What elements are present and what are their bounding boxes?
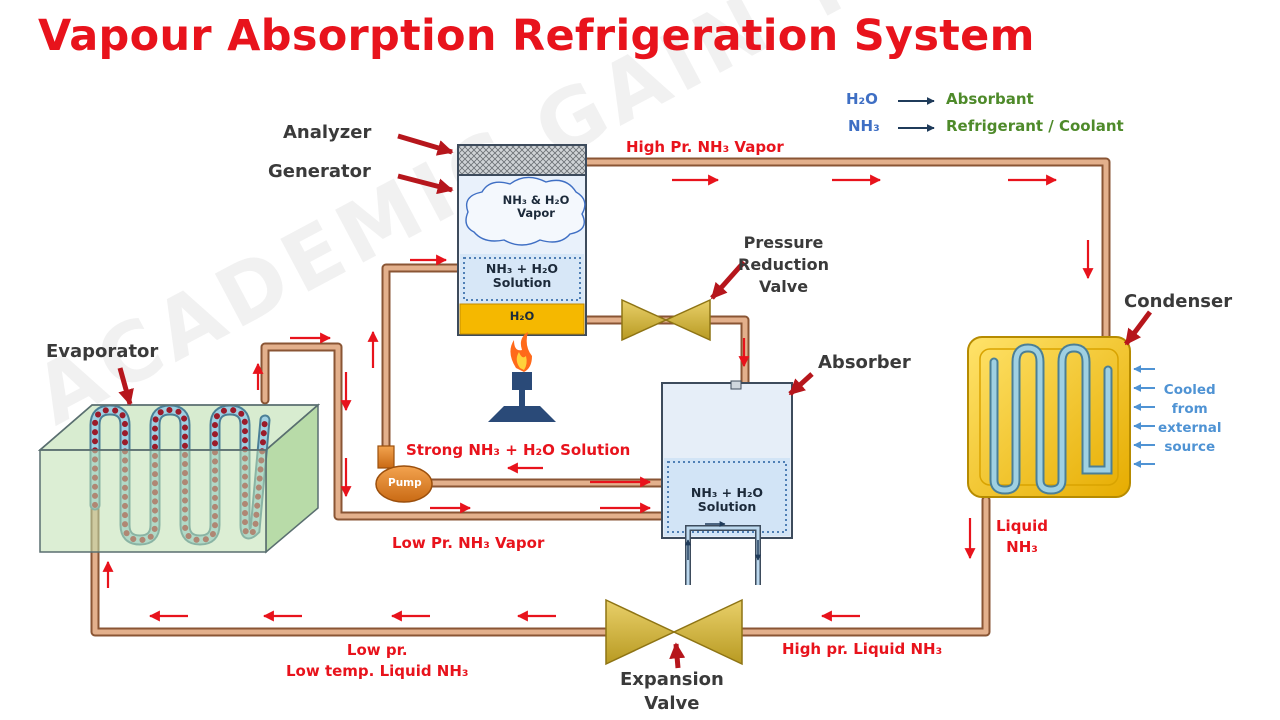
liquid-nh3-label: Liquid NH₃ — [996, 517, 1048, 556]
burner — [488, 332, 556, 422]
generator-vapor-label: NH₃ & H₂O Vapor — [502, 193, 570, 221]
vapor-cloud — [465, 176, 586, 246]
low-pr-liquid-label: Low pr. Low temp. Liquid NH₃ — [286, 641, 469, 680]
expansion-pointer — [669, 642, 686, 669]
strong-solution-label: Strong NH₃ + H₂O Solution — [406, 441, 631, 459]
analyzer-pointer — [397, 133, 454, 156]
pointer-arrows — [117, 133, 1152, 669]
pump — [375, 445, 433, 503]
pressure-reduction-valve — [621, 298, 711, 342]
solution-zone — [460, 254, 584, 304]
generator-pointer — [397, 173, 454, 195]
evaporator-label: Evaporator — [46, 341, 159, 362]
cooling-note: Cooled from external source — [1158, 382, 1222, 455]
pump-label: Pump — [388, 477, 422, 489]
absorber — [661, 380, 793, 585]
absorber-solution-label: NH₃ + H₂O Solution — [690, 485, 764, 515]
legend-h2o-chem: H₂O — [846, 90, 878, 108]
pipe-network — [90, 157, 1111, 637]
prv-pointer — [710, 260, 746, 300]
absorber-label: Absorber — [818, 352, 911, 373]
generator-solution-label: NH₃ + H₂O Solution — [485, 261, 559, 291]
analyzer-mesh — [457, 144, 587, 176]
expansion-valve-label: Expansion Valve — [620, 669, 724, 714]
condenser-label: Condenser — [1124, 291, 1233, 312]
legend-arrows — [898, 97, 935, 132]
evaporator — [37, 403, 321, 554]
evaporator-pointer — [117, 367, 134, 406]
expansion-valve — [605, 598, 743, 666]
flow-arrows — [102, 174, 1094, 622]
pressure-reduction-valve-label: Pressure Reduction Valve — [738, 233, 830, 296]
high-pr-liquid-label: High pr. Liquid NH₃ — [782, 640, 943, 658]
analyzer-label: Analyzer — [283, 122, 372, 143]
low-pr-vapor-label: Low Pr. NH₃ Vapor — [392, 534, 545, 552]
legend-nh3-meaning: Refrigerant / Coolant — [946, 117, 1124, 135]
legend-h2o-meaning: Absorbant — [946, 90, 1034, 108]
absorber-pointer — [788, 372, 814, 396]
high-pr-vapor-label: High Pr. NH₃ Vapor — [626, 138, 784, 156]
generator-label: Generator — [268, 161, 371, 182]
condenser — [967, 336, 1131, 498]
generator — [457, 144, 587, 336]
legend-nh3-chem: NH₃ — [848, 117, 880, 135]
page-title: Vapour Absorption Refrigeration System — [38, 11, 1035, 61]
generator-water-label: H₂O — [509, 309, 535, 323]
water-layer — [459, 303, 585, 335]
condenser-pointer — [1124, 310, 1152, 346]
cooling-arrows — [1133, 365, 1155, 468]
